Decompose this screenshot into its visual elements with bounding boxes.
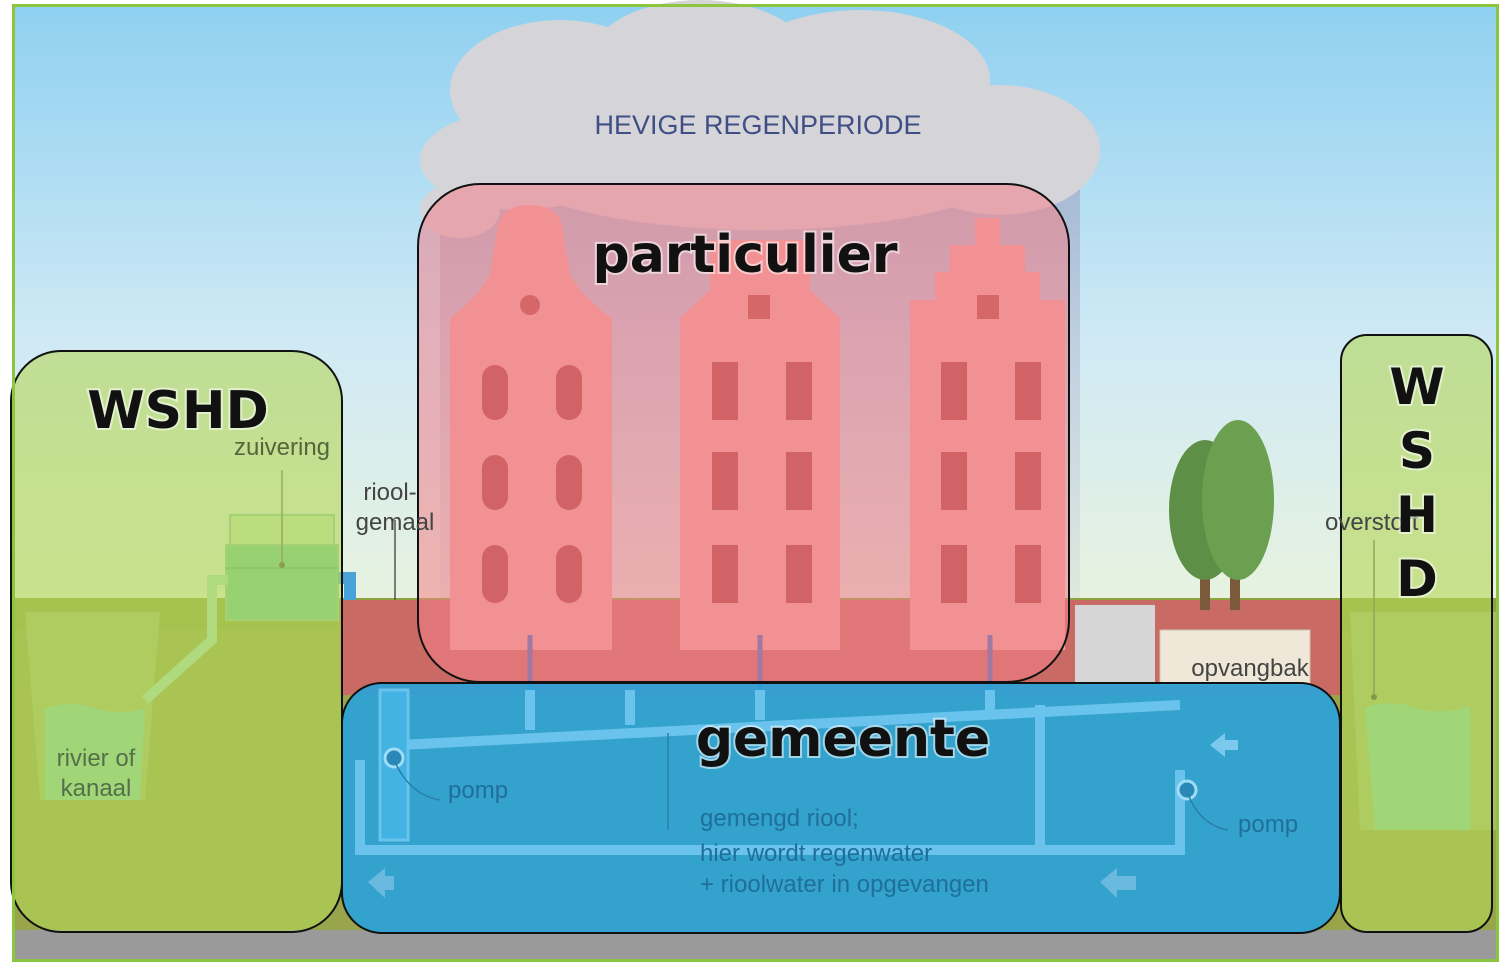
label-rioolgemaal-2: gemaal <box>356 509 435 536</box>
label-pomp-left: pomp <box>448 777 508 804</box>
label-rioolgemaal-1: riool- <box>363 479 416 506</box>
label-riool-1: gemengd riool; <box>700 805 859 832</box>
region-title-wshd-left: WSHD <box>87 381 269 441</box>
region-wshd-right <box>1340 334 1493 933</box>
label-overstort: overstort <box>1325 509 1419 536</box>
bedrock-strip <box>15 930 1496 962</box>
flow-arrow-right-icon <box>1100 868 1136 898</box>
label-zuivering: zuivering <box>234 434 330 461</box>
flow-arrow-left-icon <box>368 868 394 898</box>
heading-heavy-rain: HEVIGE REGENPERIODE <box>594 110 921 140</box>
region-title-wshd-right-s: S <box>1399 422 1435 480</box>
label-riool-2: hier wordt regenwater <box>700 840 932 867</box>
trees <box>1169 420 1274 610</box>
region-wshd-left <box>10 350 343 933</box>
sewer-pipes <box>355 690 1185 855</box>
label-riool-3: + rioolwater in opgevangen <box>700 871 989 898</box>
flow-arrow-icon <box>1210 733 1238 757</box>
region-title-gemeente: gemeente <box>696 709 990 769</box>
region-title-particulier: particulier <box>592 225 897 285</box>
collection-basin <box>1159 629 1311 686</box>
label-rivier-1: rivier of <box>57 745 136 772</box>
region-title-wshd-right-w: W <box>1389 358 1444 416</box>
pump-left-icon <box>383 747 405 769</box>
label-opvangbak: opvangbak <box>1191 655 1309 682</box>
label-rivier-2: kanaal <box>61 775 132 802</box>
label-pomp-right: pomp <box>1238 811 1298 838</box>
pump-right-icon <box>1176 779 1198 801</box>
region-title-wshd-right-h: H <box>1396 486 1438 544</box>
region-title-wshd-right-d: D <box>1396 550 1438 608</box>
sidewalk-right <box>1075 605 1155 685</box>
